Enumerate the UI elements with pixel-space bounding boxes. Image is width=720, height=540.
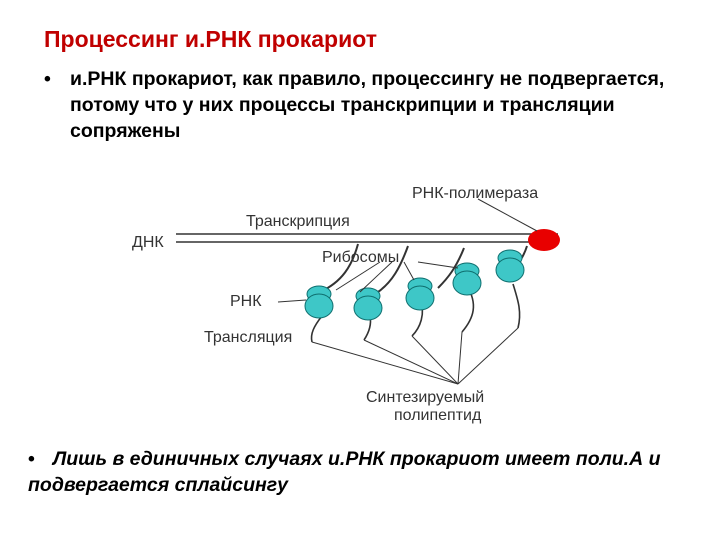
polypeptide-pointer: [457, 327, 519, 385]
label-polypeptide-line-2: полипептид: [394, 407, 482, 424]
label-translation: Трансляция: [204, 329, 292, 346]
rna-polymerase: [528, 229, 560, 251]
bullet-marker: •: [44, 68, 51, 90]
rna-pointer: [277, 299, 307, 303]
pointer-lines: [277, 261, 519, 385]
rna-strand: [437, 247, 465, 289]
polypeptide-chain: [512, 283, 521, 329]
slide-title: Процессинг и.РНК прокариот: [44, 26, 377, 52]
label-transcription: Транскрипция: [246, 213, 350, 230]
ribosome: [405, 277, 435, 311]
ribosome-pointer: [403, 261, 415, 281]
bullet-point-1: • и.РНК прокариот, как правило, процесси…: [40, 66, 690, 144]
polypeptide-pointer: [457, 331, 463, 385]
label-rna-polymerase: РНК-полимераза: [412, 185, 538, 202]
bullet-marker: •: [28, 448, 35, 470]
ribosome-pointer: [417, 261, 459, 269]
polypeptide-pointer: [311, 341, 459, 385]
ribosome: [452, 262, 482, 296]
ribosome: [353, 287, 383, 321]
ribosome-pointer: [335, 261, 381, 291]
ribosomes: [304, 249, 525, 321]
label-rna: РНК: [230, 293, 262, 310]
label-ribosomes: Рибосомы: [322, 249, 399, 266]
ribosome: [304, 285, 334, 319]
bullet-point-2: •Лишь в единичных случаях и.РНК прокарио…: [28, 446, 698, 498]
polymerase-pointer: [477, 198, 538, 232]
ribosome: [495, 249, 525, 283]
bullet-text: Лишь в единичных случаях и.РНК прокариот…: [28, 448, 661, 496]
polypeptide-pointer: [363, 339, 459, 385]
label-polypeptide-line-1: Синтезируемый: [366, 389, 484, 406]
polypeptide-pointer: [411, 335, 459, 385]
rna-strand: [377, 245, 409, 293]
label-dna: ДНК: [132, 234, 164, 251]
polypeptide-chain: [310, 315, 323, 343]
ribosome-pointer: [359, 261, 393, 293]
bullet-text: и.РНК прокариот, как правило, процессинг…: [70, 68, 665, 142]
